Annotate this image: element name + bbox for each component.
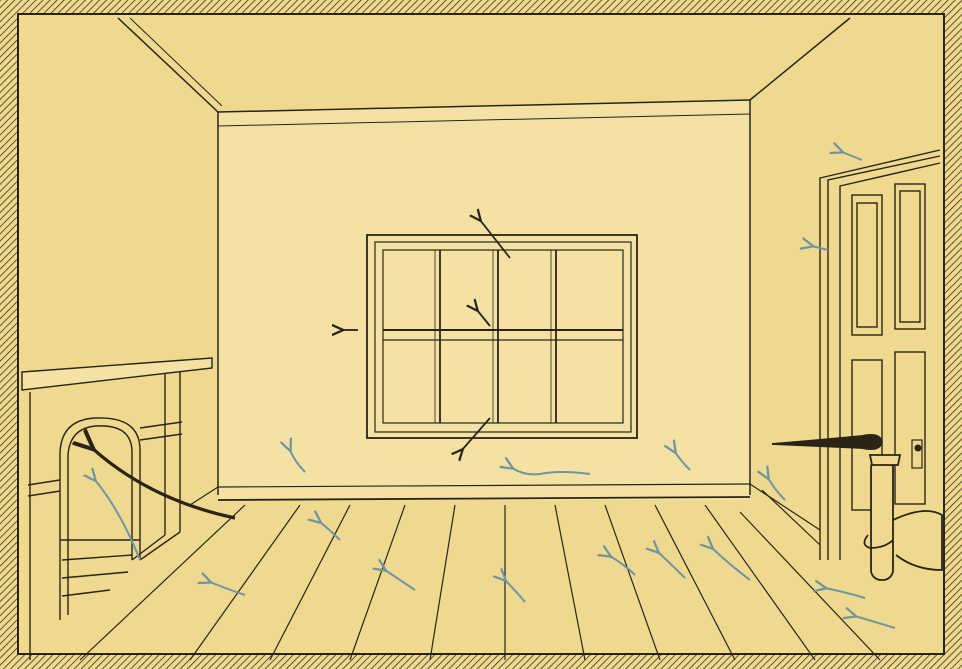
room-ventilation-illustration [0,0,962,669]
